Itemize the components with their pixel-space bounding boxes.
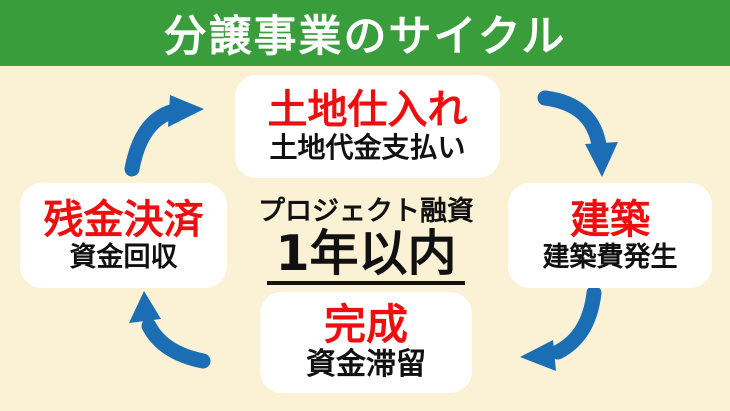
step-title-completion: 完成 <box>323 300 408 350</box>
cycle-step-construction: 建築 建築費発生 <box>508 183 712 288</box>
header-banner: 分譲事業のサイクル <box>0 0 730 66</box>
step-subtitle-funds-retention: 資金滞留 <box>306 347 426 383</box>
cycle-step-final-settlement: 残金決済 資金回収 <box>20 183 227 288</box>
within-one-year-label: 1年以内 <box>267 228 465 286</box>
step-subtitle-construction-cost: 建築費発生 <box>542 241 678 273</box>
cycle-step-land-purchase: 土地仕入れ 土地代金支払い <box>235 75 500 178</box>
step-subtitle-funds-recovery: 資金回収 <box>69 241 178 273</box>
center-note: プロジェクト融資 1年以内 <box>233 189 499 286</box>
step-title-land-purchase: 土地仕入れ <box>267 87 468 134</box>
left-to-top-arrow-icon <box>124 95 204 177</box>
step-title-final-settlement: 残金決済 <box>43 196 204 243</box>
page-title: 分譲事業のサイクル <box>163 12 567 62</box>
cycle-step-completion: 完成 資金滞留 <box>260 292 472 393</box>
step-title-construction: 建築 <box>570 196 650 243</box>
right-to-bottom-arrow-icon <box>520 285 602 371</box>
top-to-right-arrow-icon <box>537 90 618 177</box>
project-financing-label: プロジェクト融資 <box>258 196 474 227</box>
step-subtitle-land-payment: 土地代金支払い <box>269 131 466 165</box>
bottom-to-left-arrow-icon <box>129 291 211 369</box>
